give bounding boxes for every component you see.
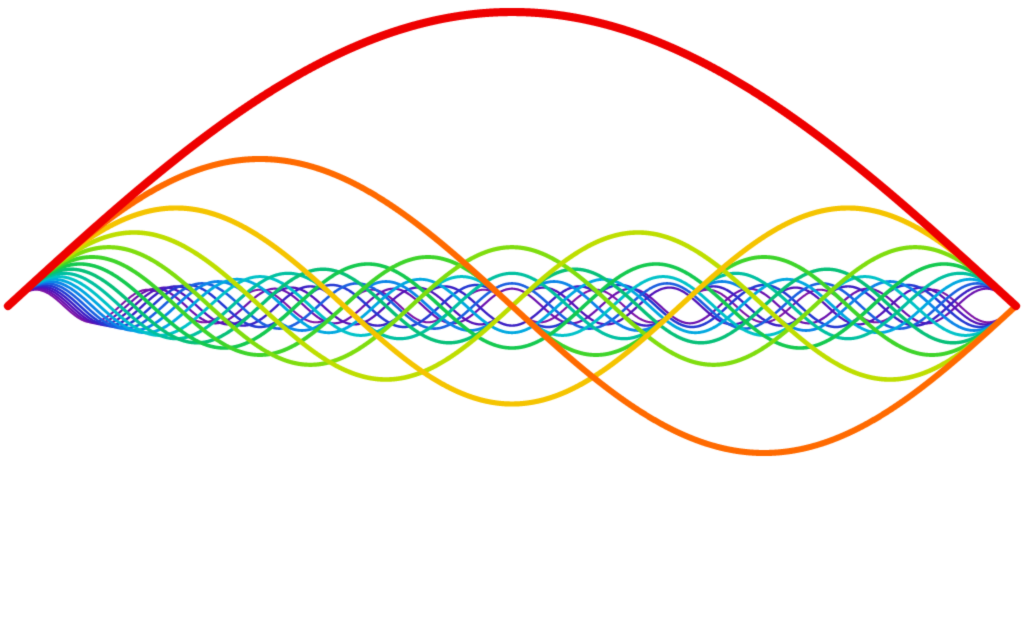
harmonic-wave-figure: Superimposed standing-wave harmonics on …: [0, 0, 1024, 619]
standing-wave-plot-canvas: [0, 0, 1024, 619]
